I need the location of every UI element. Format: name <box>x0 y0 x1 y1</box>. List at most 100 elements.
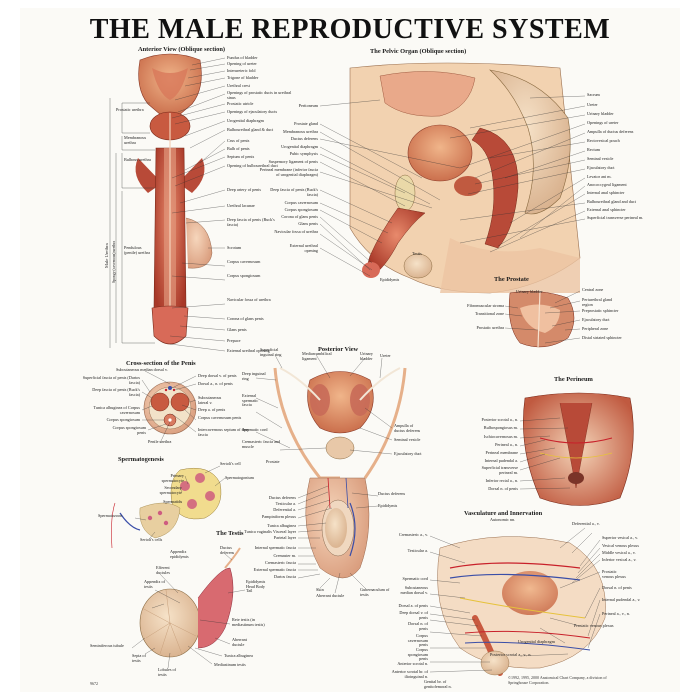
label: Posterior scrotal a., v., n. <box>490 652 532 657</box>
label: Seminal vesicle <box>394 437 421 442</box>
label: Urinary bladder <box>516 289 543 294</box>
label: Skin <box>316 587 324 592</box>
label: Deferential a. <box>273 507 296 512</box>
prostate-illustration <box>504 289 581 349</box>
label: Distal striated sphincter <box>582 335 622 340</box>
label: Corona of glans penis <box>281 214 318 219</box>
label: Openings of ureter <box>587 120 619 125</box>
label: Openings of prostatic ducts in urethral … <box>227 90 292 100</box>
label: Deferential a., v. <box>572 521 600 526</box>
label: Secondary spermatocyte <box>159 485 182 495</box>
label: Middle vesical a., v. <box>602 550 636 555</box>
label: Anterior scrotal br. of ilioinguinal n. <box>391 669 428 679</box>
label: Rete testis (in mediastinum testis) <box>232 617 265 627</box>
label: Central zone <box>582 287 604 292</box>
label: Testicular a. <box>275 501 296 506</box>
label: Corpus cavernosum penis <box>198 415 242 420</box>
panel-title-vasculature: Vasculature and Innervation <box>464 510 543 517</box>
label: Navicular fossa of urethra <box>227 297 271 302</box>
label: Ureter <box>587 102 598 107</box>
label: Genital br. of genitofemoral n. <box>424 679 452 689</box>
label: Tunica vaginalis Visceral layer <box>244 529 296 534</box>
panel-title-perineum: The Perineum <box>554 376 593 383</box>
label: Peripheral zone <box>582 326 609 331</box>
panel-title-spermatogenesis: Spermatogenesis <box>118 456 164 463</box>
label: Tunica albuginea of Corpus cavernosum <box>93 405 140 415</box>
cross-section-illustration <box>141 370 197 444</box>
label: Internal pudendal a., v. <box>602 597 641 602</box>
label: Scrotum <box>227 245 242 250</box>
testis-illustration <box>131 547 246 669</box>
label: Aberrant ductule <box>232 637 247 647</box>
label: Urogenital diaphragm <box>281 144 318 149</box>
label: Fibromuscular stroma <box>467 303 504 308</box>
label: Bulbospongiosus m. <box>483 425 518 430</box>
label: Ampulla of ductus deferens <box>587 129 634 134</box>
label: Deep fascia of penis (Buck's fascia) <box>227 217 275 227</box>
label: Pubic symphysis <box>289 151 318 156</box>
label: Parietal layer <box>273 535 296 540</box>
label: Tunica albuginea <box>224 653 253 658</box>
label: Septa of testis <box>132 653 146 663</box>
anatomy-chart: THE MALE REPRODUCTIVE SYSTEM <box>20 8 680 692</box>
label: Prostate <box>266 459 280 464</box>
pelvic-organ-illustration <box>319 62 586 294</box>
label: Navicular fossa of urethra <box>274 229 318 234</box>
chart-title: THE MALE REPRODUCTIVE SYSTEM <box>89 14 611 45</box>
label: Dorsal n. of penis <box>488 486 518 491</box>
label: External spermatic fascia <box>242 393 259 408</box>
label: Perineal a., n. <box>495 442 518 447</box>
label: Efferent ductules <box>156 565 170 575</box>
label: Inferior rectal a., n. <box>485 478 518 483</box>
label: Trigone of bladder <box>227 75 259 80</box>
label: Posterior scrotal a., n. <box>481 417 518 422</box>
label: Membranous urethra <box>124 135 147 145</box>
label: Seminiferous tubule <box>90 643 124 648</box>
label: Ductus deferens <box>220 545 235 555</box>
label: Spermatic cord <box>242 427 268 432</box>
label: Rectum <box>587 147 601 152</box>
illustrations <box>109 53 634 676</box>
label: Epididymis <box>378 503 398 508</box>
label: Superficial inguinal ring <box>260 347 282 357</box>
label: Cremaster m. <box>273 553 296 558</box>
label: Corona of glans penis <box>227 316 264 321</box>
label: Opening of ureter <box>227 61 257 66</box>
label: Internal anal sphincter <box>587 190 625 195</box>
label: Ejaculatory duct <box>582 317 610 322</box>
label: Tunica albuginea <box>267 523 296 528</box>
label: Cremasteric fascia and muscle <box>242 439 281 449</box>
panel-title-prostate: The Prostate <box>494 276 529 283</box>
label: Ductus deferens <box>290 136 318 141</box>
label: Ureter <box>380 353 391 358</box>
label: Urethral crest <box>227 83 250 88</box>
label: Perineal membrane (inferior fascia of ur… <box>259 167 318 177</box>
label: Corpus spongiosum <box>284 207 318 212</box>
perineum-illustration <box>519 392 634 506</box>
label: External urethral opening <box>227 348 270 353</box>
label: Pampiniform plexus <box>261 514 296 519</box>
label: Aberrant ductule <box>316 593 345 598</box>
label: Dorsal n. of penis <box>602 585 632 590</box>
label: Pendulous (penile) urethra <box>124 245 150 255</box>
label: Subcutaneous median dorsal v. <box>116 367 168 372</box>
label: Dorsal n. of penis <box>408 621 428 631</box>
label: Periurethral gland region <box>582 297 613 307</box>
label: Testis <box>412 251 422 256</box>
label: Interureteric fold <box>227 68 256 73</box>
label: Urogenital diaphragm <box>518 639 555 644</box>
label: Deep inguinal ring <box>242 371 266 381</box>
label: Prostatic utricle <box>227 101 254 106</box>
label: Urinary bladder <box>587 111 614 116</box>
label: Peritoneum <box>298 103 318 108</box>
label: Sertoli's cells <box>140 537 163 542</box>
label: Corpus spongiosum penis <box>407 647 428 662</box>
label: Preprostatic sphincter <box>582 308 619 313</box>
label: Membranous urethra <box>282 129 318 134</box>
label: Spermatogonium <box>225 475 254 480</box>
label: Crus of penis <box>227 138 250 143</box>
label: Perineal a., v., n. <box>602 611 630 616</box>
label: Corpus cavernosum penis <box>407 633 428 648</box>
label: Mediastinum testis <box>214 662 246 667</box>
label: Ductus deferens <box>378 491 406 496</box>
